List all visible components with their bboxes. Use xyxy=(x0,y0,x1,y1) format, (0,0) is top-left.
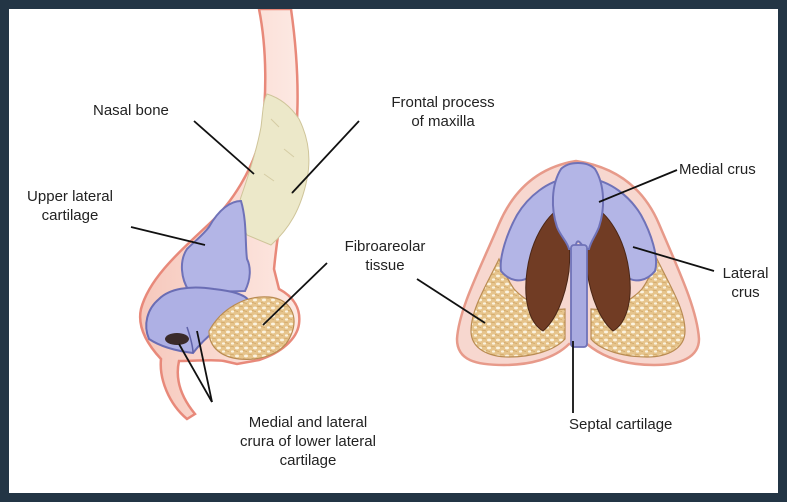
label-frontal-process: Frontal process of maxilla xyxy=(373,93,513,131)
basal-view xyxy=(457,161,699,365)
leader-upper-lateral xyxy=(131,227,205,245)
label-medial-lateral-crura: Medial and lateral crura of lower latera… xyxy=(213,413,403,470)
septal-cartilage-shape xyxy=(571,245,587,347)
label-lateral-crus: Lateral crus xyxy=(713,264,778,302)
label-fibroareolar-tissue: Fibroareolar tissue xyxy=(325,237,445,275)
label-medial-crus: Medial crus xyxy=(679,160,756,179)
lateral-view xyxy=(140,9,309,419)
label-upper-lateral-cartilage: Upper lateral cartilage xyxy=(11,187,129,225)
diagram-panel: Nasal bone Frontal process of maxilla Up… xyxy=(9,9,778,493)
upper-lateral-cartilage-shape xyxy=(182,201,250,291)
label-septal-cartilage: Septal cartilage xyxy=(569,415,672,434)
nostril-opening xyxy=(165,333,189,345)
leader-nasal-bone xyxy=(194,121,254,174)
label-nasal-bone: Nasal bone xyxy=(93,101,169,120)
